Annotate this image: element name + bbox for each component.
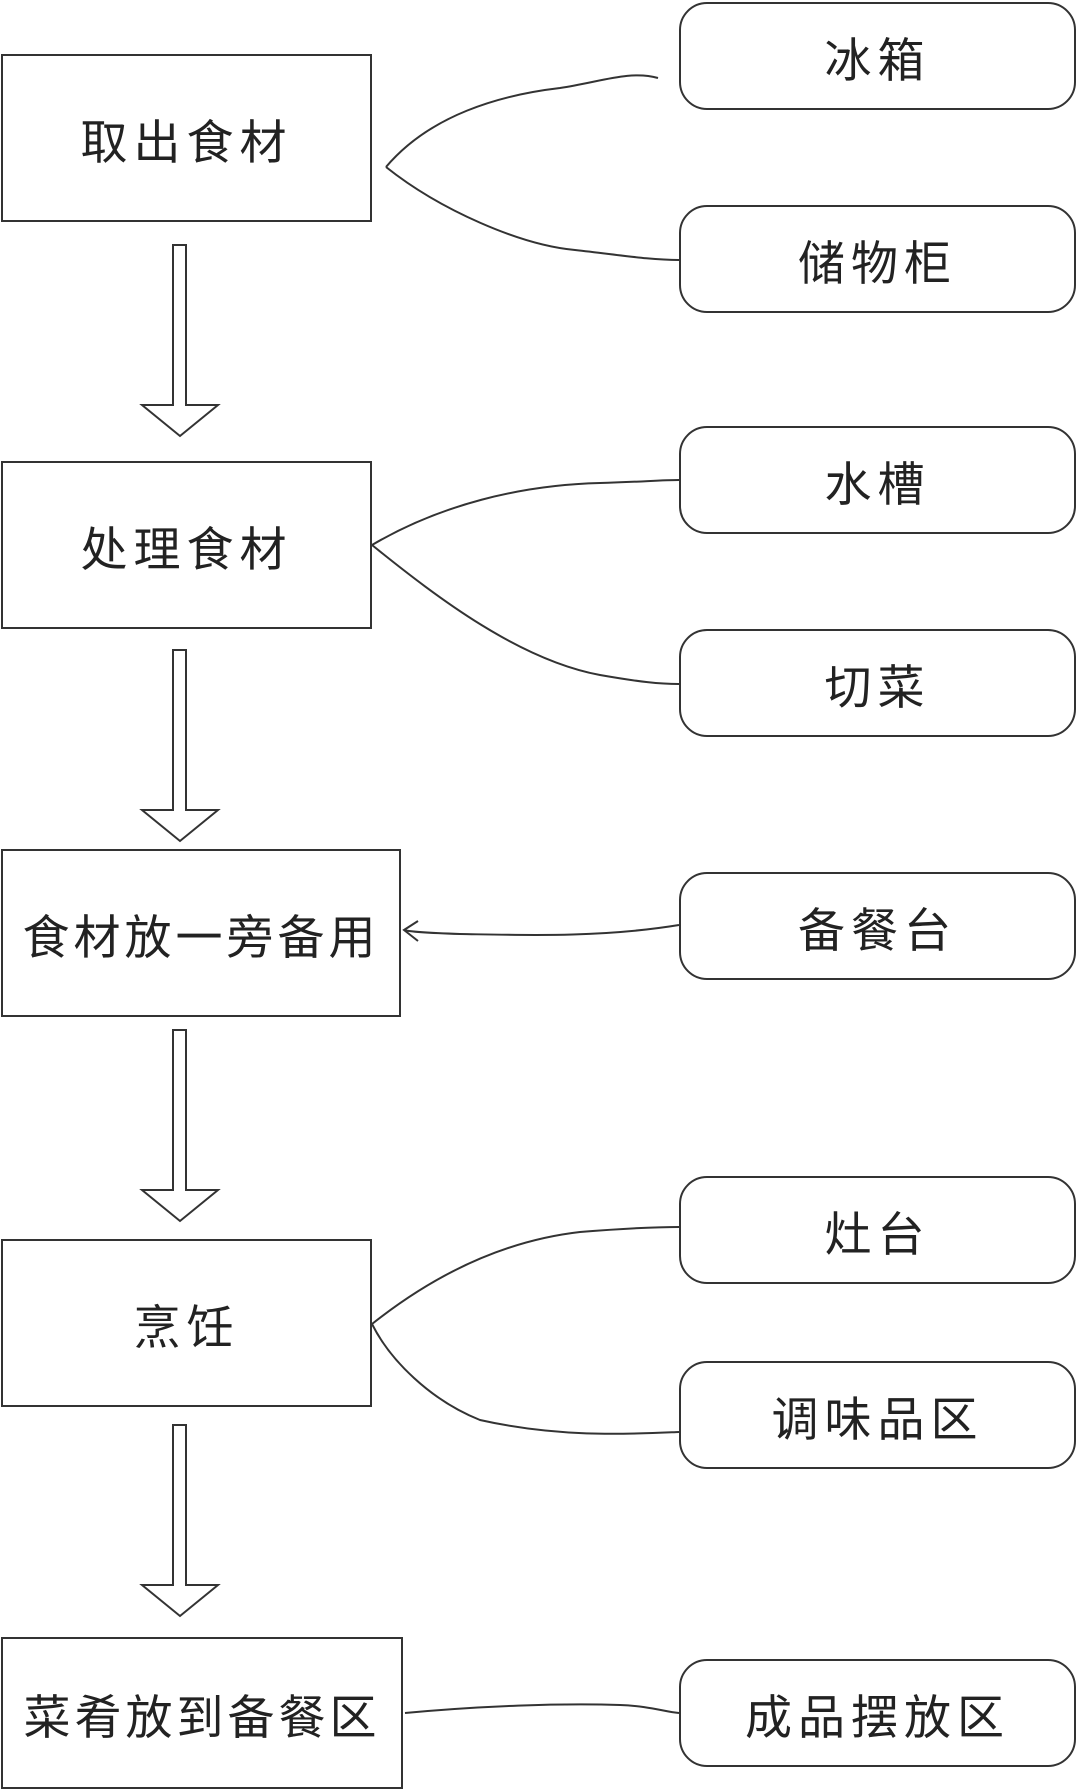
step-label: 菜肴放到备餐区 bbox=[23, 1690, 381, 1746]
connector-step2-to-sink bbox=[371, 479, 680, 546]
location-box-sink: 水槽 bbox=[679, 426, 1076, 534]
down-arrow-4 bbox=[139, 1424, 221, 1618]
step-label: 处理食材 bbox=[80, 522, 293, 578]
location-box-seasoning-area: 调味品区 bbox=[679, 1361, 1076, 1469]
location-label: 灶台 bbox=[824, 1207, 931, 1263]
step-box-set-aside: 食材放一旁备用 bbox=[1, 849, 401, 1017]
location-box-storage-cabinet: 储物柜 bbox=[679, 205, 1076, 313]
location-label: 成品摆放区 bbox=[745, 1690, 1010, 1746]
connector-step5-to-display bbox=[404, 1703, 680, 1714]
down-arrow-1 bbox=[139, 244, 221, 438]
connector-step2-to-cutting bbox=[371, 544, 680, 685]
location-label: 水槽 bbox=[824, 457, 931, 513]
step-box-dish-to-serving-area: 菜肴放到备餐区 bbox=[1, 1637, 403, 1789]
step-box-process-ingredients: 处理食材 bbox=[1, 461, 372, 629]
location-label: 冰箱 bbox=[824, 33, 931, 89]
connector-arrowhead bbox=[402, 920, 419, 942]
location-label: 储物柜 bbox=[798, 236, 957, 292]
connector-step4-to-stove bbox=[371, 1226, 680, 1325]
down-arrow-3 bbox=[139, 1029, 221, 1223]
step-box-cooking: 烹饪 bbox=[1, 1239, 372, 1407]
connector-step1-to-fridge bbox=[385, 74, 659, 168]
location-label: 调味品区 bbox=[771, 1392, 984, 1448]
connector-step1-to-cabinet bbox=[385, 166, 680, 261]
connector-step4-to-seasoning bbox=[371, 1323, 680, 1435]
location-box-finished-dish-area: 成品摆放区 bbox=[679, 1659, 1076, 1767]
step-label: 食材放一旁备用 bbox=[22, 910, 380, 966]
location-box-serving-counter: 备餐台 bbox=[679, 872, 1076, 980]
location-label: 切菜 bbox=[824, 660, 931, 716]
location-label: 备餐台 bbox=[798, 903, 957, 959]
step-label: 取出食材 bbox=[80, 115, 293, 171]
location-box-cutting: 切菜 bbox=[679, 629, 1076, 737]
location-box-stove: 灶台 bbox=[679, 1176, 1076, 1284]
step-label: 烹饪 bbox=[133, 1300, 240, 1356]
down-arrow-2 bbox=[139, 649, 221, 843]
step-box-take-ingredients: 取出食材 bbox=[1, 54, 372, 222]
location-box-fridge: 冰箱 bbox=[679, 2, 1076, 110]
connector-counter-to-step3 bbox=[403, 924, 680, 937]
